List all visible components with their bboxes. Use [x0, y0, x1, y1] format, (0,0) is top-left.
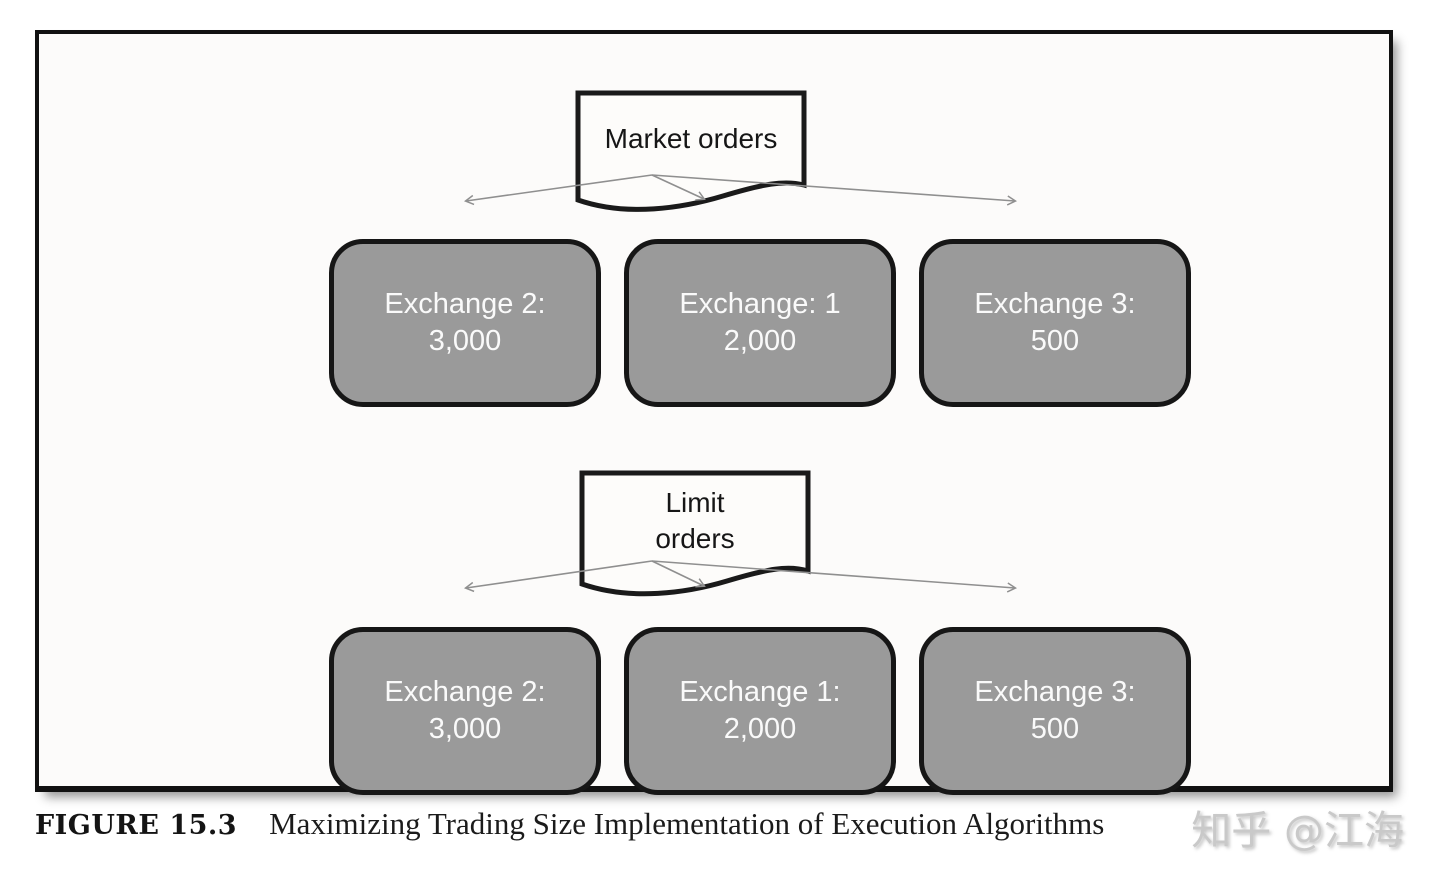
limit-exchange-2-box: Exchange 2: 3,000 [329, 627, 601, 795]
exchange-name: Exchange 3: [974, 287, 1136, 320]
exchange-quantity: 2,000 [723, 325, 797, 357]
figure-title: Maximizing Trading Size Implementation o… [269, 806, 1105, 841]
zhihu-watermark: 知乎 @江海 [1191, 808, 1404, 854]
exchange-name: Exchange 3: [974, 675, 1136, 708]
limit-orders-label: Limit orders [655, 486, 735, 554]
exchange-quantity: 3,000 [428, 325, 502, 357]
figure-caption: FIGURE 15.3 Maximizing Trading Size Impl… [35, 806, 1285, 842]
exchange-quantity: 2,000 [723, 713, 797, 745]
market-orders-label: Market orders [604, 122, 778, 154]
exchange-name: Exchange 2: [384, 675, 546, 708]
exchange-name: Exchange: 1 [679, 287, 841, 320]
market-orders-doc-shape: Market orders [575, 90, 807, 218]
exchange-quantity: 500 [1030, 325, 1080, 357]
exchange-quantity: 3,000 [428, 713, 502, 745]
market-exchange-2-box: Exchange 2: 3,000 [329, 239, 601, 407]
limit-orders-doc-shape: Limit orders [579, 470, 811, 602]
limit-exchange-3-box: Exchange 3: 500 [919, 627, 1191, 795]
limit-exchange-1-box: Exchange 1: 2,000 [624, 627, 896, 795]
figure-number: FIGURE 15.3 [35, 810, 238, 841]
exchange-name: Exchange 1: [679, 675, 841, 708]
figure-frame: Market orders Limit orders Exchange 2: 3… [35, 30, 1393, 795]
exchange-name: Exchange 2: [384, 287, 546, 320]
market-exchange-3-box: Exchange 3: 500 [919, 239, 1191, 407]
market-exchange-1-box: Exchange: 1 2,000 [624, 239, 896, 407]
exchange-quantity: 500 [1030, 713, 1080, 745]
